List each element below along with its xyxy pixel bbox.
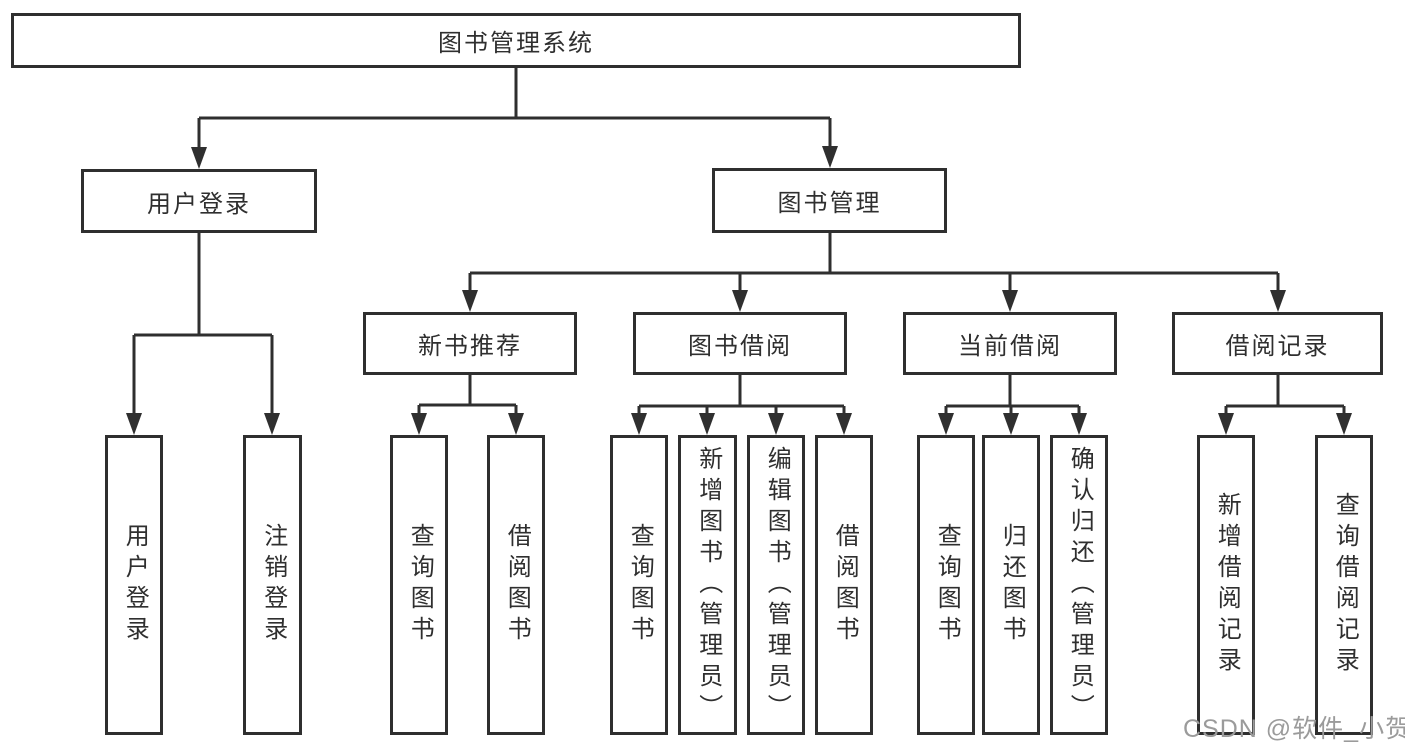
node-label: 归还图书: [998, 523, 1026, 647]
node-label: 新增图书（管理员）: [694, 445, 722, 725]
leaf-logout: 注销登录: [243, 435, 302, 735]
arrow-leaf-bb-edit: [768, 413, 784, 435]
arrow-leaf-br-add: [1218, 413, 1234, 435]
node-label: 查询借阅记录: [1331, 492, 1359, 678]
leaf-current-query-books: 查询图书: [917, 435, 975, 735]
node-label: 借阅图书: [503, 523, 531, 647]
arrow-leaf-br-query: [1336, 413, 1352, 435]
leaf-records-add-record: 新增借阅记录: [1197, 435, 1255, 735]
arrow-leaf-logout: [264, 413, 280, 435]
node-label: 图书借阅: [688, 333, 792, 360]
arrow-book-borrowing: [732, 290, 748, 312]
leaf-newrec-query-books: 查询图书: [390, 435, 448, 735]
node-label: 用户登录: [121, 523, 149, 647]
node-label: 编辑图书（管理员）: [763, 445, 791, 725]
node-label: 当前借阅: [958, 333, 1062, 360]
node-label: 查询图书: [406, 523, 434, 647]
leaf-current-confirm-return-admin: 确认归还（管理员）: [1050, 435, 1108, 735]
node-label: 图书管理: [777, 190, 882, 217]
node-book-management-system: 图书管理系统: [11, 13, 1021, 68]
arrow-user-login: [191, 147, 207, 169]
node-label: 注销登录: [259, 523, 287, 647]
node-book-management: 图书管理: [712, 168, 947, 233]
leaf-borrowing-edit-books-admin: 编辑图书（管理员）: [747, 435, 805, 735]
leaf-current-return-books: 归还图书: [982, 435, 1040, 735]
arrow-book-management: [822, 146, 838, 168]
arrow-leaf-cb-query: [938, 413, 954, 435]
connector-paths: [132, 68, 1346, 415]
arrow-leaf-user-login: [126, 413, 142, 435]
node-label: 查询图书: [933, 523, 961, 647]
leaf-borrowing-query-books: 查询图书: [610, 435, 668, 735]
leaf-records-query-record: 查询借阅记录: [1315, 435, 1373, 735]
node-label: 确认归还（管理员）: [1066, 445, 1094, 725]
arrow-borrowing-records: [1270, 290, 1286, 312]
node-label: 查询图书: [626, 523, 654, 647]
arrowheads: [126, 146, 1352, 435]
node-label: 用户登录: [147, 190, 251, 218]
arrow-leaf-nr-query: [411, 413, 427, 435]
arrow-leaf-bb-borrow: [836, 413, 852, 435]
arrow-leaf-bb-query: [631, 413, 647, 435]
node-label: 借阅记录: [1225, 333, 1330, 360]
arrow-current-borrowing: [1002, 290, 1018, 312]
node-label: 新增借阅记录: [1213, 492, 1241, 678]
node-label: 借阅图书: [831, 523, 859, 647]
csdn-watermark: CSDN @软件_小贺同学: [1183, 715, 1405, 743]
node-current-borrowing: 当前借阅: [903, 312, 1117, 375]
node-book-borrowing: 图书借阅: [633, 312, 847, 375]
node-user-login-branch: 用户登录: [81, 169, 317, 233]
node-borrowing-records: 借阅记录: [1172, 312, 1383, 375]
arrow-leaf-bb-add: [699, 413, 715, 435]
arrow-leaf-cb-return: [1003, 413, 1019, 435]
arrow-leaf-nr-borrow: [508, 413, 524, 435]
node-label: 图书管理系统: [438, 30, 594, 57]
arrow-leaf-cb-confirm: [1071, 413, 1087, 435]
leaf-borrowing-borrow-books: 借阅图书: [815, 435, 873, 735]
leaf-borrowing-add-books-admin: 新增图书（管理员）: [678, 435, 737, 735]
leaf-user-login: 用户登录: [105, 435, 163, 735]
leaf-newrec-borrow-books: 借阅图书: [487, 435, 545, 735]
node-label: 新书推荐: [418, 333, 522, 360]
arrow-new-book-recommend: [462, 290, 478, 312]
node-new-book-recommend: 新书推荐: [363, 312, 577, 375]
